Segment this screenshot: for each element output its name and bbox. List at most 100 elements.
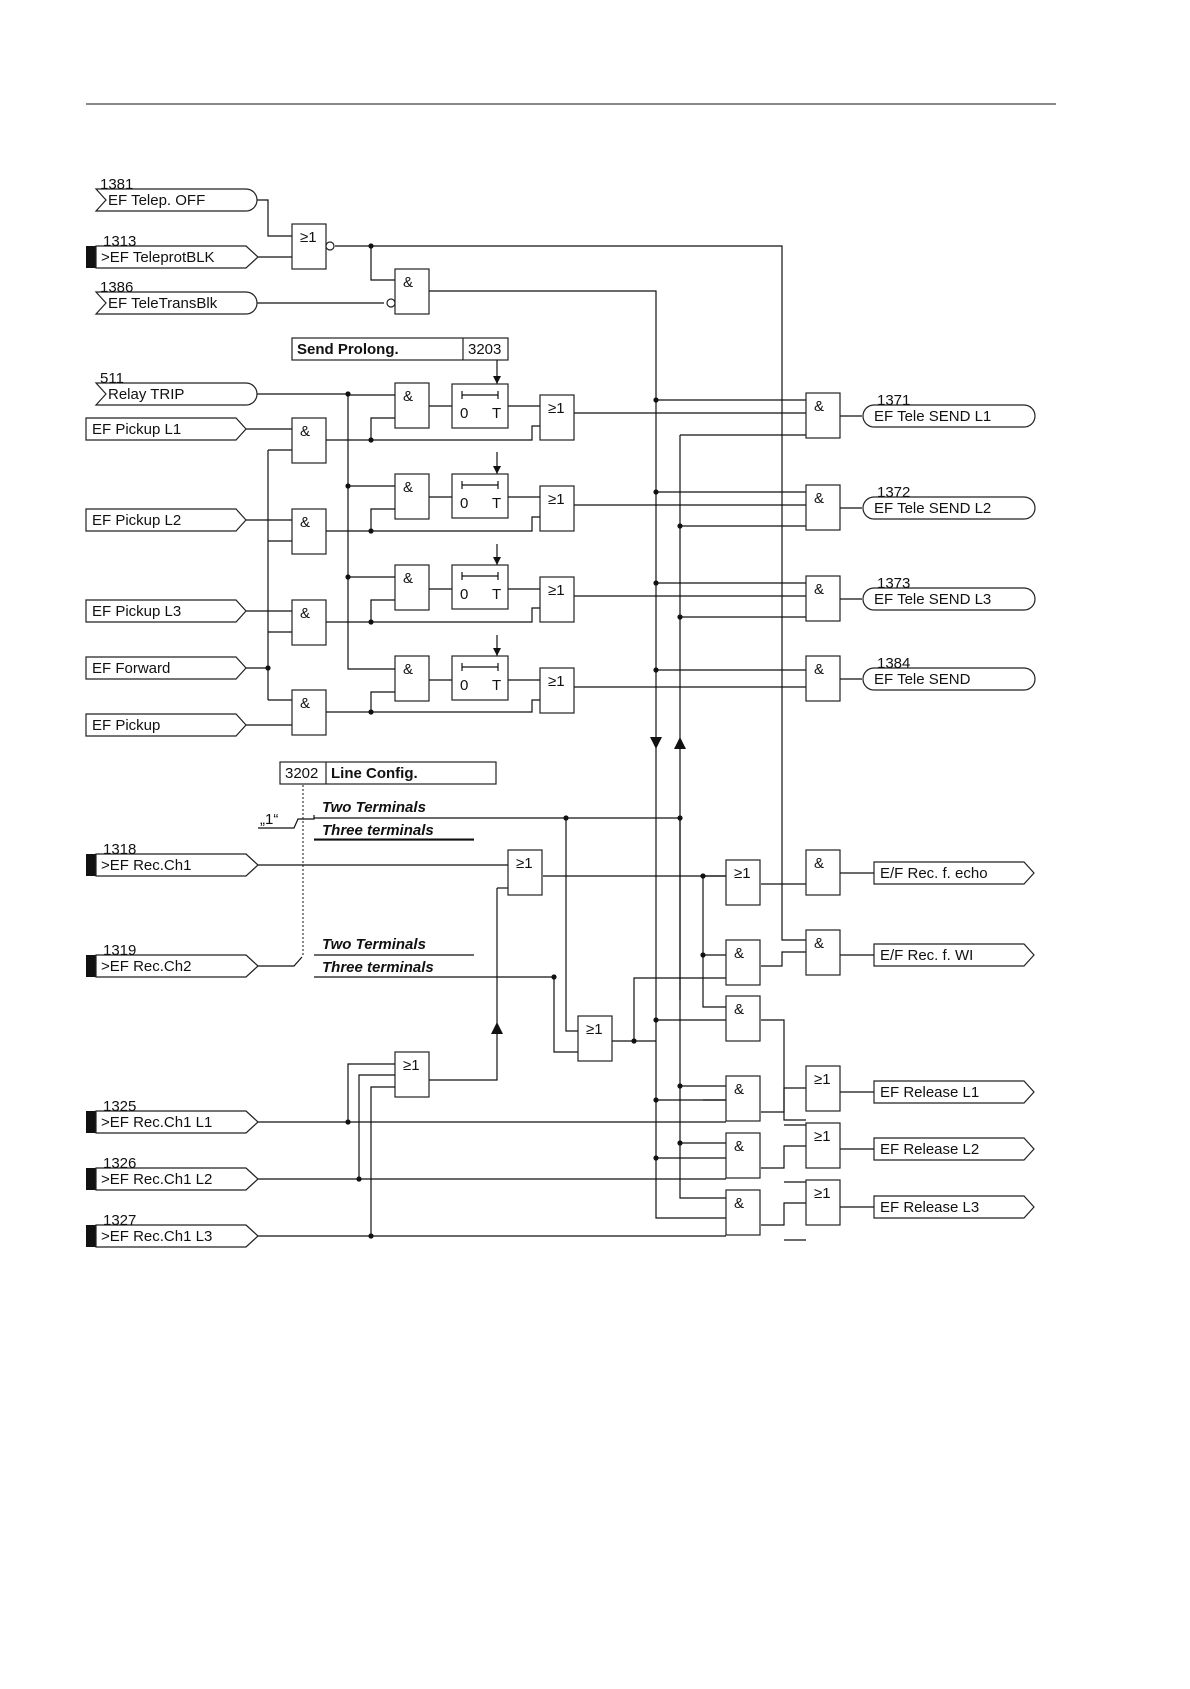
input-pickup-l3: EF Pickup L3 <box>85 599 247 623</box>
gate-and-send-l1: & <box>805 392 841 439</box>
output-release-l3: EF Release L3 <box>873 1195 1035 1219</box>
output-label: EF Release L3 <box>880 1199 979 1216</box>
gate-and-trip-3: & <box>394 564 430 611</box>
line-config-setting: 3202 Line Config. <box>279 761 497 785</box>
gate-and-send-l3: & <box>805 575 841 622</box>
arrow-up-ch1 <box>491 1022 503 1034</box>
gate-or-send-3-body <box>539 576 575 623</box>
gate-or-send-4: ≥1 <box>539 667 575 714</box>
input-1325: 1325>EF Rec.Ch1 L1 <box>86 1098 259 1134</box>
gate-and-rel-l3-symbol: & <box>734 1195 744 1212</box>
gate-or-rel-l1-body <box>805 1065 841 1112</box>
output-echo: E/F Rec. f. echo <box>873 861 1035 885</box>
timer-send-prolong-2-body <box>451 473 509 519</box>
gate-or-ch2-body <box>577 1015 613 1062</box>
gate-and-wi: & <box>805 929 841 976</box>
timer-send-prolong-3-start: 0 <box>460 586 468 603</box>
input-label: Relay TRIP <box>108 386 184 403</box>
gate-and-rel-l1-symbol: & <box>734 1081 744 1098</box>
timer-send-prolong-2-start: 0 <box>460 495 468 512</box>
gate-and-rel-l1-body <box>725 1075 761 1122</box>
input-label: >EF Rec.Ch1 L1 <box>101 1114 212 1131</box>
gate-and-rel-l3: & <box>725 1189 761 1236</box>
timer-send-prolong-1-bar <box>461 391 499 399</box>
output-label: E/F Rec. f. WI <box>880 947 973 964</box>
timer-send-prolong-1-end: T <box>492 405 501 422</box>
gate-and-ch2-symbol: & <box>734 1001 744 1018</box>
output-number: 1373 <box>877 575 910 592</box>
gate-and-rel-l3-body <box>725 1189 761 1236</box>
timer-send-prolong-3-bar <box>461 572 499 580</box>
gate-or-rel-l1-symbol: ≥1 <box>814 1071 831 1088</box>
gate-and-send-body <box>805 655 841 702</box>
gate-and-pickup-l1-symbol: & <box>300 423 310 440</box>
input-number: 1319 <box>103 942 136 959</box>
line-config-switch: „1“ Two Terminals Three terminals Two Te… <box>260 799 474 976</box>
three-terminals-label-2: Three terminals <box>322 959 434 976</box>
output-label: EF Tele SEND L1 <box>874 408 991 425</box>
gate-and-trip-1: & <box>394 382 430 429</box>
input-label: EF Pickup L1 <box>92 421 181 438</box>
timer-send-prolong-4-body <box>451 655 509 701</box>
timer-send-prolong-2-bar <box>461 481 499 489</box>
output-label: EF Release L1 <box>880 1084 979 1101</box>
line-config-address: 3202 <box>285 765 318 782</box>
gate-and-echo-body <box>805 849 841 896</box>
input-label: EF Pickup L2 <box>92 512 181 529</box>
gate-and-trip-4-body <box>394 655 430 702</box>
gate-or-rel-l2-body <box>805 1122 841 1169</box>
gate-or-echo-body <box>725 859 761 906</box>
gate-or-rel-l2-symbol: ≥1 <box>814 1128 831 1145</box>
gate-or-ch2: ≥1 <box>577 1015 613 1062</box>
gate-and-echo-symbol: & <box>814 855 824 872</box>
two-terminals-label-1: Two Terminals <box>322 799 426 816</box>
gate-and-send-symbol: & <box>814 661 824 678</box>
send-prolong-setting: Send Prolong. 3203 <box>291 337 509 361</box>
output-release-l2: EF Release L2 <box>873 1137 1035 1161</box>
gate-or-send-3: ≥1 <box>539 576 575 623</box>
output-label: EF Tele SEND L3 <box>874 591 991 608</box>
gates: ≥1&&&≥1&&&≥1&&&≥1&&&≥1&≥1≥1&&&≥1&≥1&&&≥1… <box>291 223 841 1236</box>
input-label: >EF Rec.Ch1 L2 <box>101 1171 212 1188</box>
gate-and-send: & <box>805 655 841 702</box>
gate-and-rel-l2-symbol: & <box>734 1138 744 1155</box>
gate-or-rel-l3: ≥1 <box>805 1179 841 1226</box>
input-number: 1386 <box>100 279 133 296</box>
input-label: EF Forward <box>92 660 170 677</box>
gate-and-ch2: & <box>725 995 761 1042</box>
gate-or-blocking: ≥1 <box>291 223 335 270</box>
gate-and-wi-body <box>805 929 841 976</box>
gate-and-wi-symbol: & <box>814 935 824 952</box>
arrow-down-bus <box>650 737 662 749</box>
gate-or-blocking-symbol: ≥1 <box>300 229 317 246</box>
input-label: EF Pickup L3 <box>92 603 181 620</box>
output-number: 1372 <box>877 484 910 501</box>
output-label: E/F Rec. f. echo <box>880 865 988 882</box>
gate-and-send-l2-body <box>805 484 841 531</box>
line-config-label: Line Config. <box>331 765 418 782</box>
gate-or-ch1-phases: ≥1 <box>394 1051 430 1098</box>
timer-send-prolong-4-end: T <box>492 677 501 694</box>
input-label: >EF Rec.Ch1 L3 <box>101 1228 212 1245</box>
arrow-down-3 <box>493 557 501 565</box>
gate-and-pickup-l1-body <box>291 417 327 464</box>
output-wi: E/F Rec. f. WI <box>873 943 1035 967</box>
input-pickup-l2: EF Pickup L2 <box>85 508 247 532</box>
two-terminals-label-2: Two Terminals <box>322 936 426 953</box>
output-number: 1371 <box>877 392 910 409</box>
gate-and-trip-3-symbol: & <box>403 570 413 587</box>
gate-and-trip-1-body <box>394 382 430 429</box>
gate-and-trip-2-symbol: & <box>403 479 413 496</box>
gate-and-teleblock-inverted-input <box>386 298 396 308</box>
gate-and-trip-4-symbol: & <box>403 661 413 678</box>
gate-and-pickup-body <box>291 689 327 736</box>
input-1319: 1319>EF Rec.Ch2 <box>86 942 259 978</box>
input-pickup-l1: EF Pickup L1 <box>85 417 247 441</box>
